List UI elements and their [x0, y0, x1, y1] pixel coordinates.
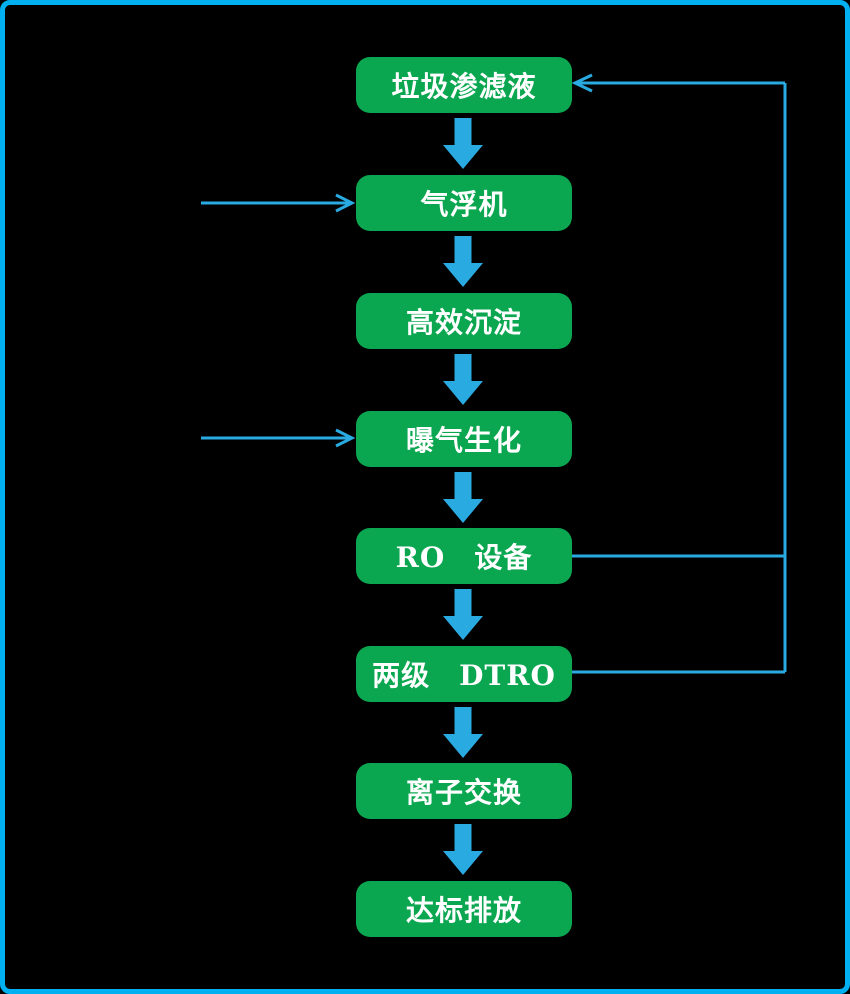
flow-down-arrow-3: [443, 354, 483, 405]
connector-layer: [201, 73, 787, 875]
node-aeration-biochemical-label: 曝气生化: [405, 424, 522, 457]
node-air-flotation: 气浮机: [356, 175, 572, 231]
flow-down-arrow-7: [443, 824, 483, 875]
flow-down-arrow-6: [443, 707, 483, 758]
flow-down-arrow-1: [443, 118, 483, 169]
flow-down-arrow-4: [443, 472, 483, 523]
feedback-arrowhead: [571, 73, 593, 93]
node-landfill-leachate-label: 垃圾渗滤液: [391, 70, 537, 103]
input-arrow-aeration: [201, 428, 356, 448]
node-compliant-discharge-label: 达标排放: [405, 894, 522, 927]
node-two-stage-dtro-label: 两级 DTRO: [372, 659, 556, 692]
node-ro-unit: RO 设备: [356, 528, 572, 584]
node-high-efficiency-sedimentation-label: 高效沉淀: [405, 306, 522, 339]
node-air-flotation-label: 气浮机: [420, 188, 508, 221]
node-compliant-discharge: 达标排放: [356, 881, 572, 937]
node-two-stage-dtro: 两级 DTRO: [356, 646, 572, 702]
node-ro-unit-label: RO 设备: [395, 541, 533, 574]
node-ion-exchange: 离子交换: [356, 763, 572, 819]
node-aeration-biochemical: 曝气生化: [356, 411, 572, 467]
node-high-efficiency-sedimentation: 高效沉淀: [356, 293, 572, 349]
flow-down-arrow-2: [443, 236, 483, 287]
flow-down-arrow-5: [443, 589, 483, 640]
input-arrow-air-flotation: [201, 193, 356, 213]
feedback-loop: [571, 73, 787, 674]
node-landfill-leachate: 垃圾渗滤液: [356, 57, 572, 113]
node-ion-exchange-label: 离子交换: [405, 776, 522, 809]
